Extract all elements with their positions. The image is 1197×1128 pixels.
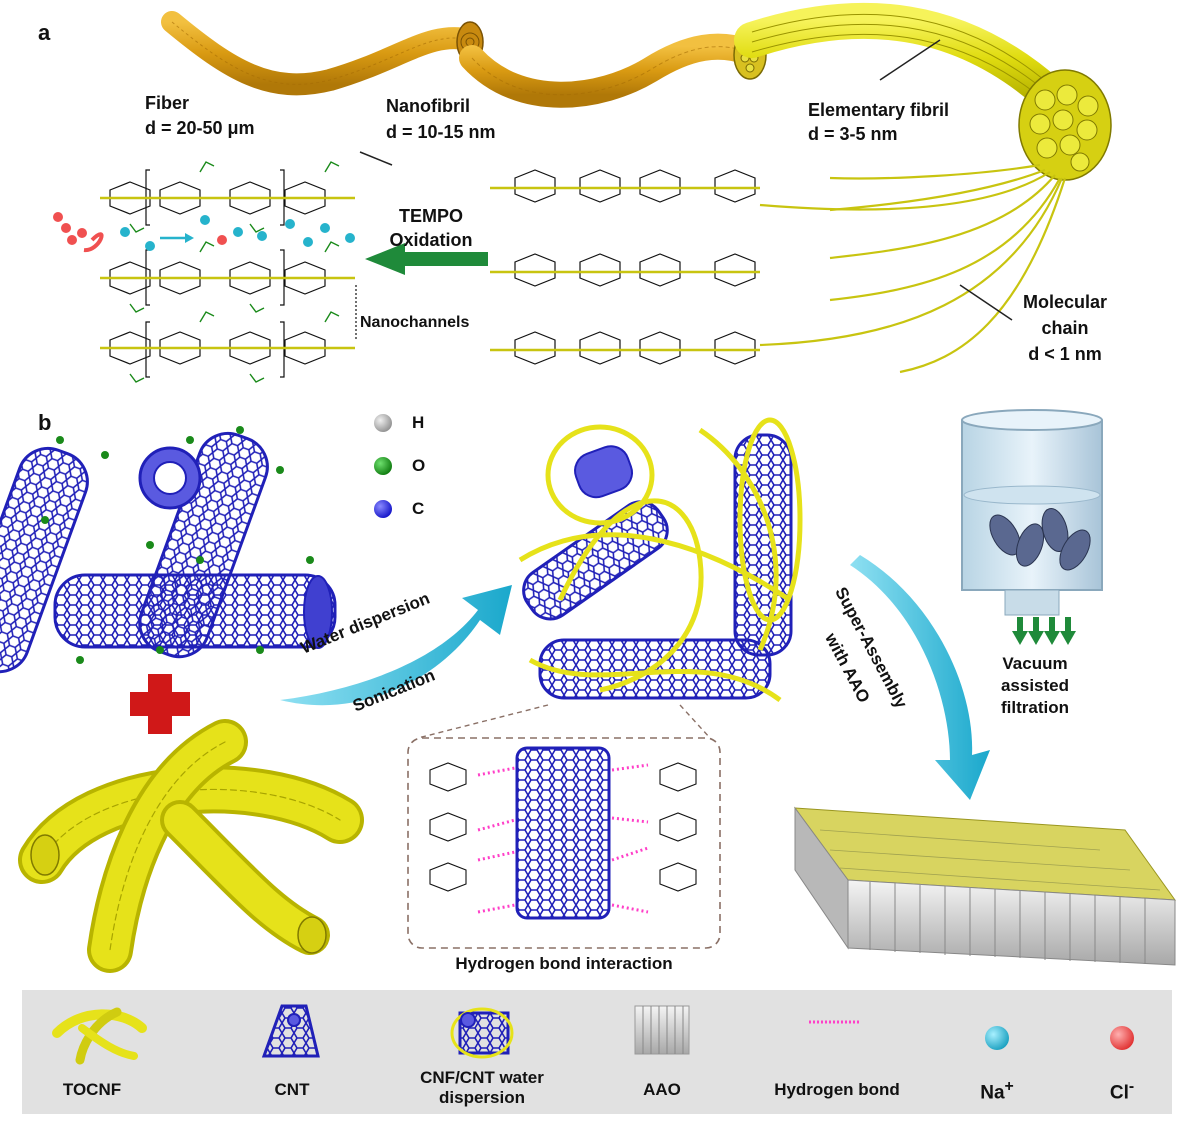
- legend-item-aao: AAO: [607, 990, 717, 1114]
- nanofibril-bundle: [459, 30, 767, 108]
- elementary-fibril-diameter: d = 3-5 nm: [808, 124, 898, 144]
- diagram-canvas: [0, 2, 1177, 973]
- zoom-lines: [417, 704, 711, 739]
- legend-item-cl: Cl-: [1082, 990, 1162, 1114]
- vacuum-label-2: assisted: [1000, 676, 1070, 695]
- fiber-bundle: [161, 11, 484, 96]
- filtrate-arrows: [1012, 617, 1076, 645]
- legend-bar: TOCNF CNT CNF/CNT water dispersion AAO: [22, 990, 1172, 1114]
- aao-membrane: [793, 806, 1177, 966]
- molecular-chain-label-1: Molecular: [1022, 292, 1108, 312]
- cl-charge: -: [1128, 1078, 1135, 1095]
- legend-item-na: Na+: [957, 990, 1037, 1114]
- nanofibril-label: Nanofibril: [386, 96, 470, 116]
- panel-b-letter: b: [38, 410, 52, 435]
- legend-dispersion-label-2: dispersion: [439, 1088, 525, 1107]
- cnt-icon: [261, 1004, 320, 1058]
- vacuum-label-1: Vacuum: [1002, 654, 1068, 673]
- leader-line: [359, 151, 393, 166]
- fiber-diameter: d = 20-50 μm: [145, 118, 255, 138]
- legend-item-cnt: CNT: [222, 990, 362, 1114]
- na-ion-icon: [985, 1026, 1009, 1050]
- tempo-label: TEMPO: [398, 206, 463, 226]
- na-charge: +: [1004, 1078, 1014, 1095]
- atom-legend: [374, 414, 392, 518]
- plus-sign: [130, 674, 190, 734]
- cnt-assembly: [0, 426, 337, 674]
- legend-item-dispersion: CNF/CNT water dispersion: [382, 990, 582, 1114]
- native-cellulose-chains: [490, 169, 760, 365]
- vacuum-label-3: filtration: [1001, 698, 1069, 717]
- legend-aao-label: AAO: [643, 1080, 681, 1099]
- elementary-fibril-bundle: [734, 2, 1112, 181]
- cnf-cnt-composite: [518, 417, 803, 703]
- legend-cnt-label: CNT: [274, 1080, 310, 1099]
- tempo-arrow: [365, 243, 488, 275]
- super-assembly-arrow: [850, 555, 990, 800]
- aao-icon: [634, 1005, 690, 1055]
- dispersion-icon: [450, 1007, 514, 1059]
- oxidation-label: Oxidation: [389, 230, 473, 250]
- ion-flow: [53, 212, 355, 252]
- tocnf-icon: [52, 1007, 147, 1065]
- filtration-beaker: [961, 409, 1103, 616]
- nanochannels-label: Nanochannels: [360, 314, 470, 331]
- leader-line: [879, 39, 941, 81]
- legend-hbond-label: Hydrogen bond: [774, 1080, 900, 1099]
- cl-ion-icon: [1110, 1026, 1134, 1050]
- elementary-fibril-label: Elementary fibril: [808, 100, 950, 120]
- legend-dispersion-label-1: CNF/CNT water: [420, 1068, 544, 1087]
- molecular-chain-label-2: chain: [1041, 318, 1089, 338]
- legend-item-tocnf: TOCNF: [22, 990, 182, 1114]
- hbond-caption: Hydrogen bond interaction: [455, 954, 673, 973]
- legend-cl-label: Cl-: [1109, 1078, 1135, 1104]
- hbond-inset: [407, 737, 721, 949]
- legend-na-label: Na+: [980, 1078, 1014, 1104]
- legend-item-hbond: Hydrogen bond: [747, 990, 927, 1114]
- hbond-icon: [809, 1020, 859, 1024]
- sonication-arrow: [280, 585, 512, 706]
- fiber-label: Fiber: [145, 93, 190, 113]
- leader-line: [959, 284, 1013, 321]
- tocnf-fibres: [18, 719, 364, 973]
- atom-o-label: O: [412, 456, 426, 475]
- atom-c-label: C: [412, 499, 425, 518]
- nanofibril-diameter: d = 10-15 nm: [386, 122, 496, 142]
- legend-tocnf-label: TOCNF: [62, 1080, 122, 1099]
- molecular-chain-strands: [759, 163, 1067, 374]
- oxidized-cellulose-chains: [100, 161, 355, 383]
- panel-a-letter: a: [38, 20, 51, 45]
- molecular-chain-diameter: d < 1 nm: [1028, 344, 1102, 364]
- atom-h-label: H: [412, 413, 425, 432]
